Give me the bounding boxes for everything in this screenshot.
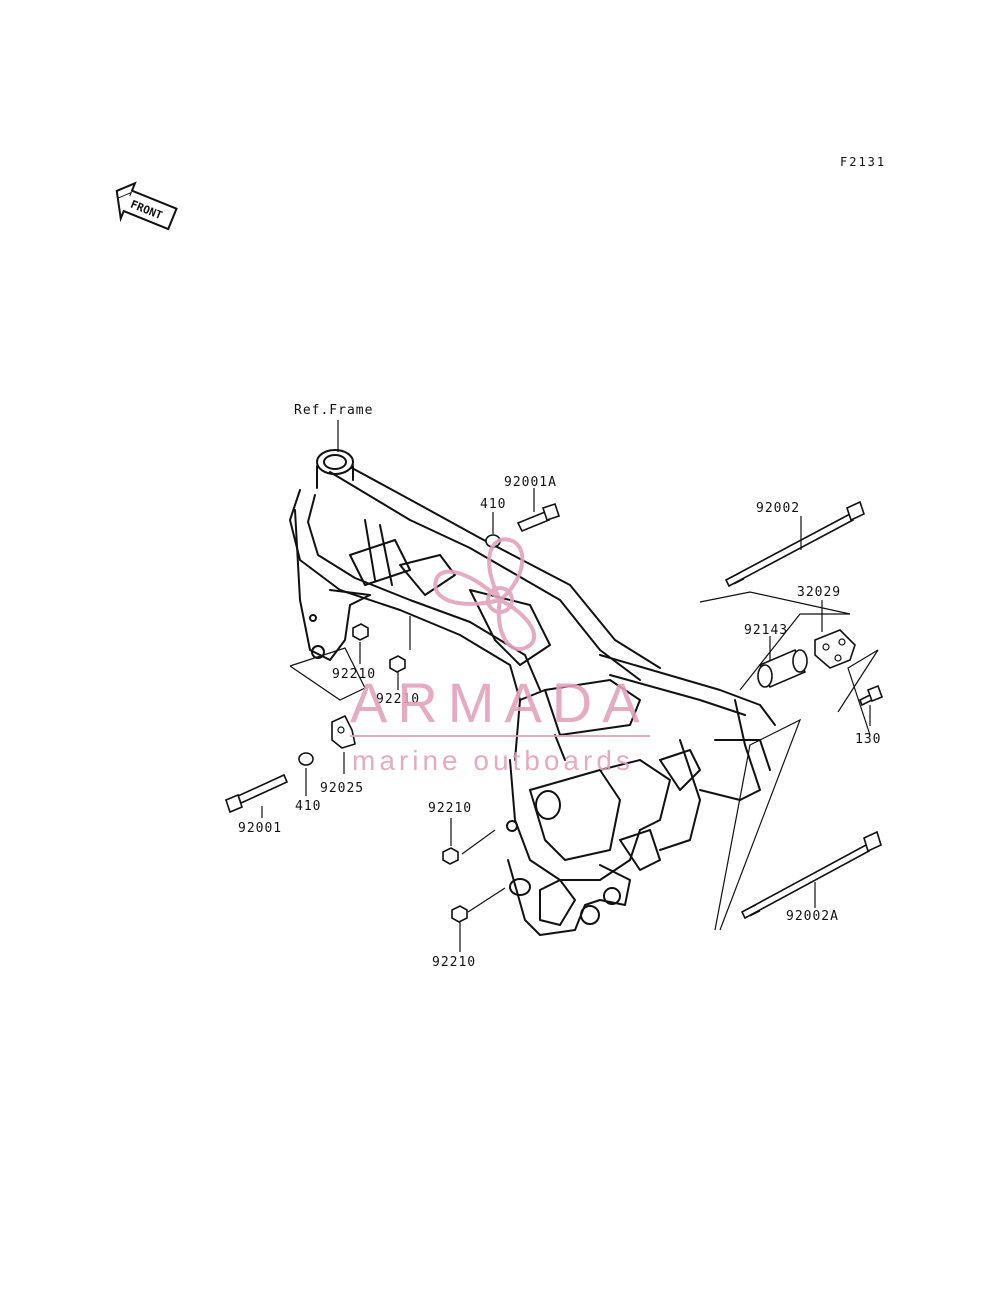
reference-label: Ref.Frame <box>294 403 373 418</box>
watermark-title: ARMADA <box>350 671 650 734</box>
watermark: ARMADA marine outboards <box>350 537 650 776</box>
callout-130: 130 <box>855 732 881 747</box>
leader-lines <box>261 488 879 952</box>
watermark-subtitle: marine outboards <box>352 745 634 776</box>
bolt-92001 <box>225 773 289 814</box>
callout-92002A: 92002A <box>786 909 839 924</box>
washer-410-low <box>298 752 314 766</box>
front-arrow-icon: FRONT <box>115 181 178 231</box>
watermark-propeller-icon <box>433 537 537 651</box>
bolt-92001A <box>516 502 561 533</box>
plate-32029 <box>814 629 856 669</box>
callout-92210-b: 92210 <box>376 692 420 707</box>
callout-32029: 32029 <box>797 585 841 600</box>
callout-92143: 92143 <box>744 623 788 638</box>
nut-92210-c <box>442 847 459 865</box>
steering-head <box>316 449 354 475</box>
callout-92210-a: 92210 <box>332 667 376 682</box>
nut-92210-d <box>451 905 468 923</box>
nut-92210-a <box>352 623 369 641</box>
callout-92001A: 92001A <box>504 475 557 490</box>
bolt-92002A <box>740 830 882 920</box>
callout-92210-d: 92210 <box>432 955 476 970</box>
callout-410-low: 410 <box>295 799 321 814</box>
bracket-92025 <box>331 714 356 749</box>
callout-92002: 92002 <box>756 501 800 516</box>
callout-92210-c: 92210 <box>428 801 472 816</box>
collar-92143 <box>757 648 808 689</box>
callout-92001: 92001 <box>238 821 282 836</box>
bolt-92002 <box>724 500 865 588</box>
callout-410-top: 410 <box>480 497 506 512</box>
bolt-130 <box>858 684 884 707</box>
nut-92210-b <box>389 655 406 673</box>
callout-92025: 92025 <box>320 781 364 796</box>
diagram-code: F2131 <box>840 155 886 169</box>
